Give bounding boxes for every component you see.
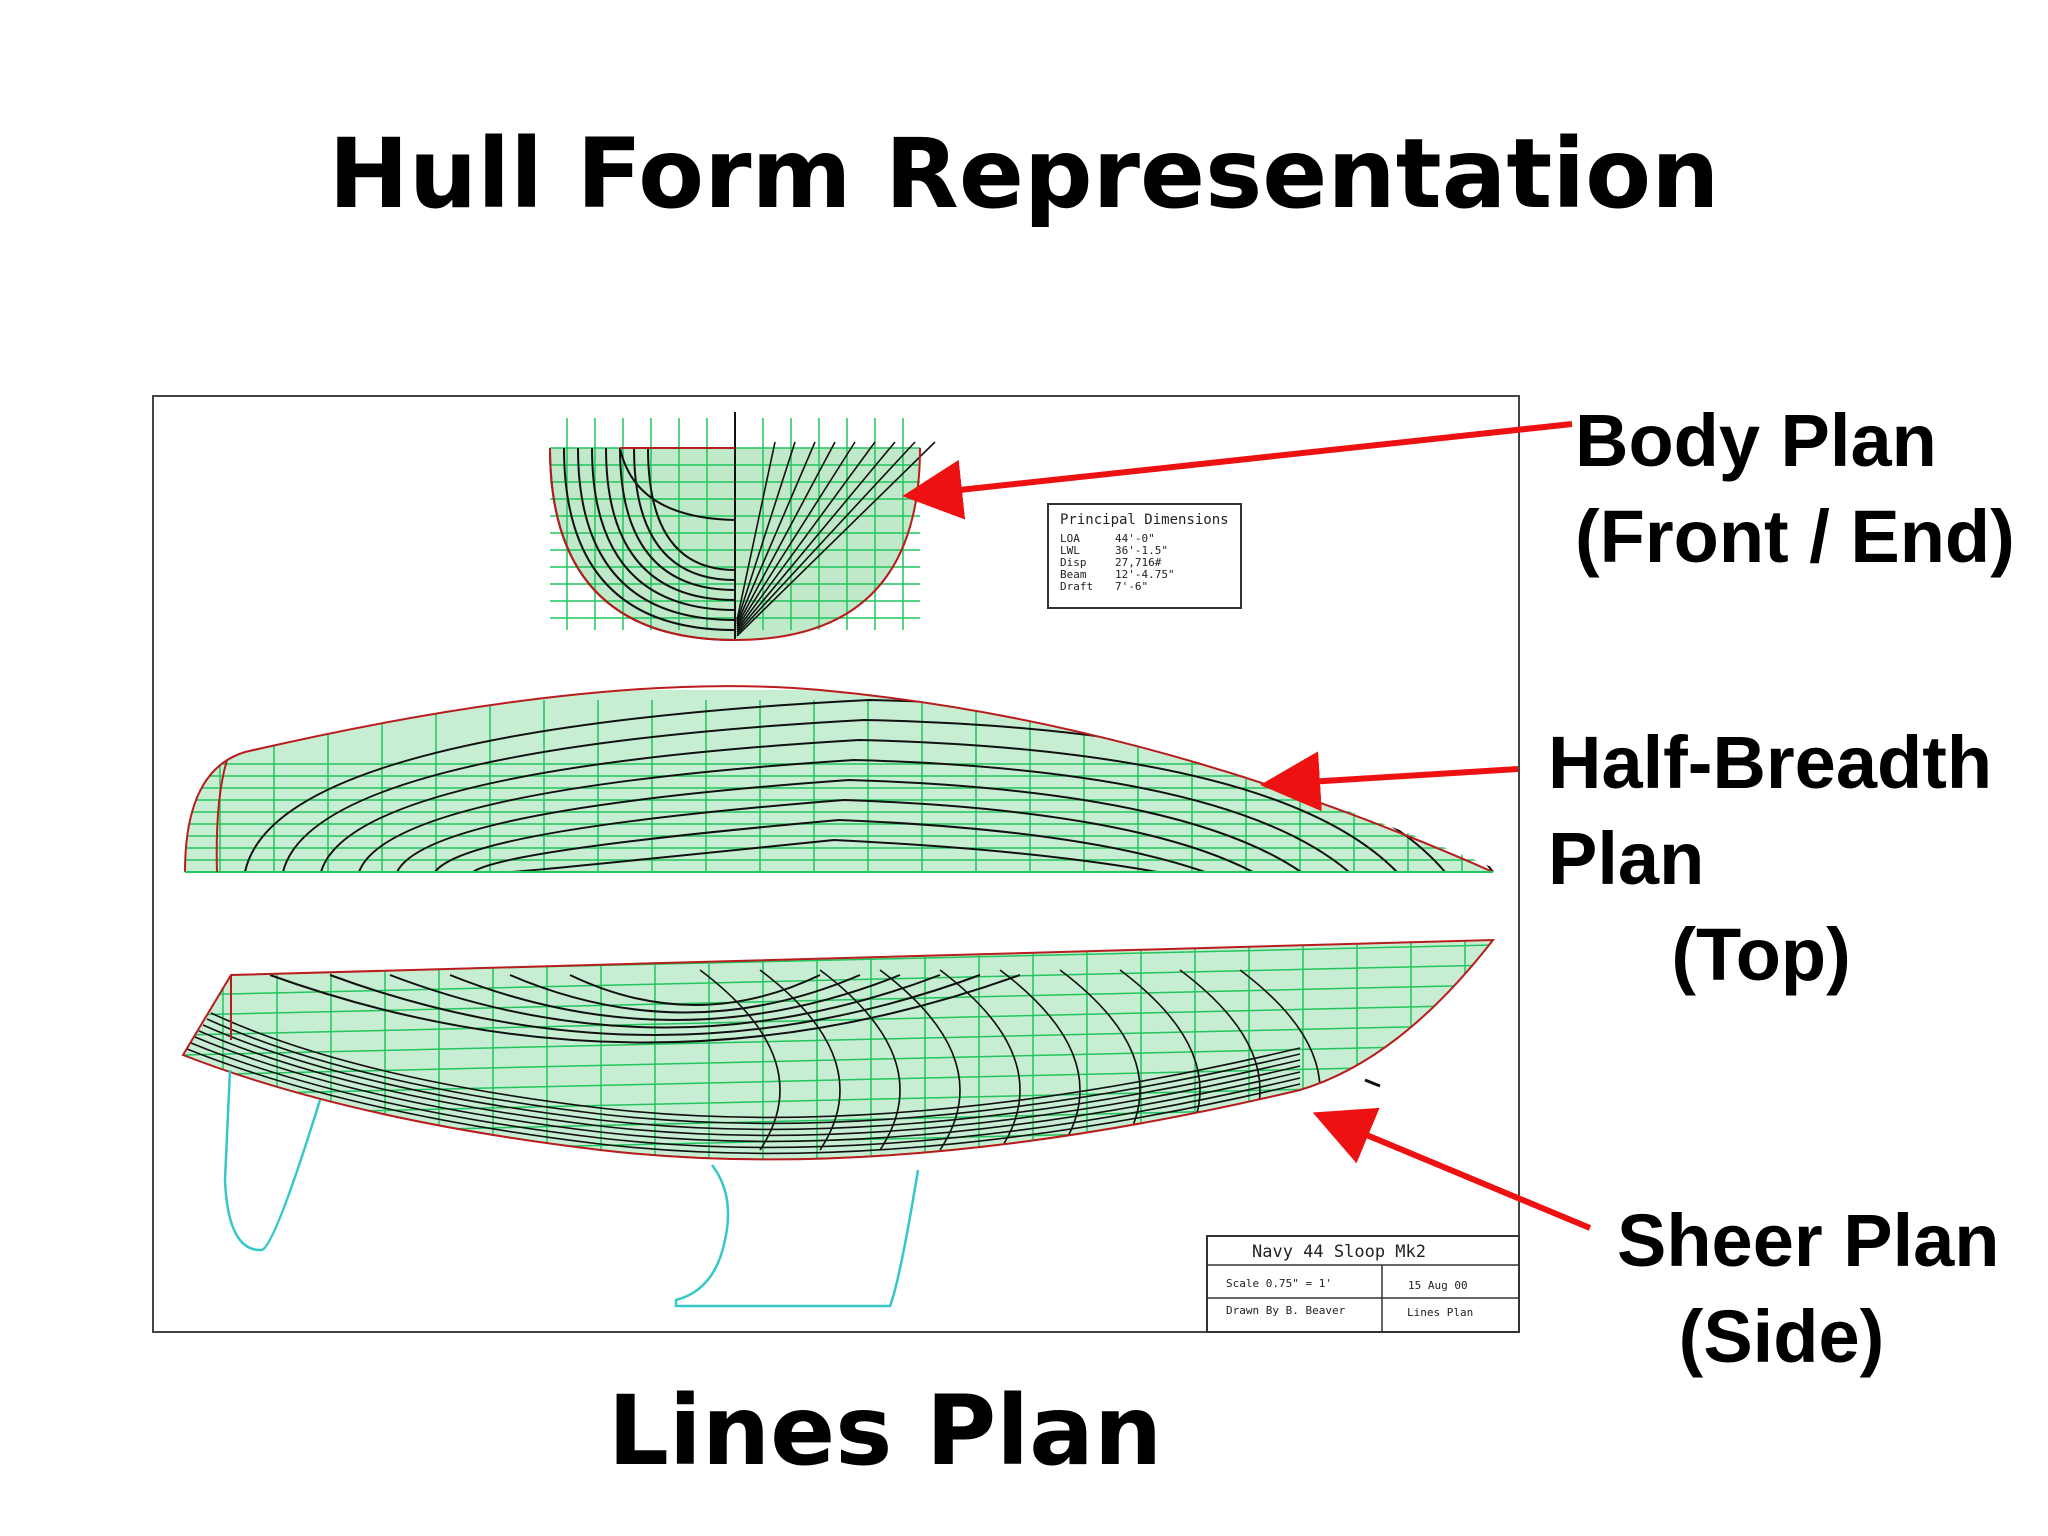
title-block-drawn-by: Drawn By B. Beaver — [1226, 1304, 1346, 1317]
sheer-plan-diagonal-curve — [939, 969, 1021, 1151]
dimension-key: LOA — [1060, 532, 1080, 545]
half-breadth-waterline-curve — [358, 758, 1350, 873]
dimension-key: Disp — [1060, 556, 1087, 569]
keel-outline — [674, 1164, 920, 1308]
principal-dimensions-rows: LOA 44'-0" LWL 36'-1.5" Disp 27,716# Beam 12'-4… — [1060, 532, 1175, 593]
body-plan-diagonal — [736, 441, 896, 633]
dimension-value: 7'-6" — [1115, 580, 1148, 593]
sheer-plan-keel-line — [186, 1048, 1301, 1155]
sheer-plan-keel-line — [190, 1042, 1301, 1149]
sheer-plan-diagonal-curve — [999, 969, 1081, 1151]
half-breadth-transom — [215, 759, 228, 873]
title-block-date: 15 Aug 00 — [1408, 1279, 1468, 1292]
body-plan-diagonal — [736, 441, 796, 623]
body-plan-section-curve — [591, 447, 736, 611]
dimension-value: 44'-0" — [1115, 532, 1155, 545]
sheer-plan-mask — [178, 920, 1498, 1190]
body-plan-section-curve — [577, 447, 736, 621]
sheer-plan-grid-line — [182, 964, 1494, 996]
title-block: Navy 44 Sloop Mk2 Scale 0.75" = 1' 15 Au… — [1206, 1235, 1520, 1333]
half-breadth-waterline-curve — [434, 798, 1254, 873]
sheer-plan-label: Sheer Plan (Side) — [1617, 1199, 2000, 1378]
sheer-plan-grid-line — [182, 984, 1494, 1016]
body-plan-diagonal — [736, 441, 936, 637]
body-plan-diagonal — [736, 441, 776, 621]
sheer-plan-diagonal-curve — [699, 969, 781, 1151]
principal-dimensions-heading: Principal Dimensions — [1060, 512, 1229, 528]
sheer-plan-buttock-curve — [269, 974, 1021, 1044]
dimension-value: 12'-4.75" — [1115, 568, 1175, 581]
sheer-plan-diagonal-curve — [879, 969, 961, 1151]
body-plan-diagonal — [736, 441, 916, 635]
sheer-plan-keel-line — [202, 1024, 1301, 1131]
body-plan-section-curve — [563, 447, 736, 631]
sheer-plan-grid-line — [182, 1004, 1494, 1036]
half-breadth-fill — [185, 686, 1493, 872]
half-breadth-arrow — [1260, 751, 1519, 812]
sheer-plan-outline — [181, 938, 1496, 1161]
sheer-plan-grid-line — [182, 1064, 1494, 1096]
body-plan-section-curve — [605, 447, 736, 601]
body-plan-section-curve — [619, 447, 736, 591]
dimension-key: Beam — [1060, 568, 1087, 581]
title-block-name: Navy 44 Sloop Mk2 — [1252, 1242, 1426, 1262]
dimension-value: 36'-1.5" — [1115, 544, 1168, 557]
principal-dimensions-box: Principal Dimensions LOA 44'-0" LWL 36'-1.5… — [1047, 503, 1242, 609]
sheer-plan-buttock-curve — [569, 974, 821, 1006]
body-plan-inner-curve — [619, 447, 736, 521]
half-breadth-view — [180, 685, 1503, 873]
sheer-plan-grid-line — [182, 1044, 1494, 1076]
body-plan-section-curve — [647, 447, 736, 571]
body-plan-label: Body Plan (Front / End) — [1575, 399, 2015, 578]
sheer-plan-keel-line — [198, 1030, 1301, 1137]
dimension-value: 27,716# — [1115, 556, 1162, 569]
title-block-sheet: Lines Plan — [1407, 1306, 1473, 1319]
half-breadth-mask — [180, 686, 1503, 872]
sheer-plan-fill — [183, 940, 1493, 1160]
title-block-scale: Scale 0.75" = 1' — [1226, 1277, 1332, 1290]
sheer-plan-keel-line — [210, 1012, 1301, 1119]
body-plan-section-curve — [633, 447, 736, 581]
body-plan-diagonal — [736, 441, 836, 627]
sheer-plan-arrow — [1312, 1107, 1592, 1231]
sheer-plan-buttock-curve — [509, 974, 861, 1014]
sheer-plan-buttock-curve — [449, 974, 901, 1021]
body-plan-diagonal — [736, 441, 876, 631]
sheer-plan-bow-mark — [1364, 1078, 1381, 1088]
half-breadth-waterline-curve — [510, 838, 1158, 873]
body-plan-outline — [549, 447, 921, 642]
sheer-plan-buttock-curve — [389, 974, 941, 1029]
sheer-plan-keel-line — [194, 1036, 1301, 1143]
body-plan-view — [549, 412, 936, 642]
half-breadth-label: Half-Breadth Plan (Top) — [1548, 721, 1993, 996]
sheer-plan-diagonal-curve — [819, 969, 901, 1151]
dimension-key: LWL — [1060, 544, 1080, 557]
sheer-plan-buttock-curve — [329, 974, 981, 1036]
lines-plan-caption: Lines Plan — [607, 1375, 1163, 1487]
half-breadth-waterline-curve — [396, 778, 1302, 873]
body-plan-diagonal — [736, 441, 856, 629]
slide-title: Hull Form Representation — [328, 118, 1720, 230]
body-plan-diagonal — [736, 441, 816, 625]
half-breadth-waterline-curve — [472, 818, 1206, 873]
dimension-key: Draft — [1060, 580, 1093, 593]
sheer-plan-grid-line — [182, 1024, 1494, 1056]
sheer-plan-view — [178, 920, 1498, 1308]
body-plan-arrow — [902, 421, 1573, 520]
sheer-plan-keel-line — [206, 1018, 1301, 1125]
rudder-outline — [223, 1069, 322, 1252]
